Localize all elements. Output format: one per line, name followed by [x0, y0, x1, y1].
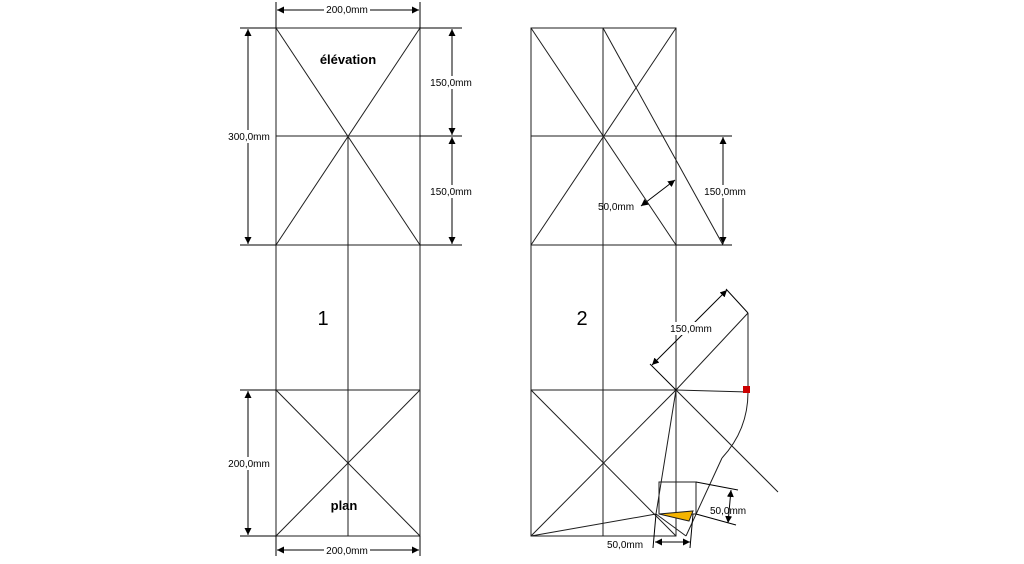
- figure-2-number: 2: [576, 308, 587, 330]
- dim-bottom-width-label: 200,0mm: [326, 546, 368, 557]
- dim-fig2-small-h-label: 50,0mm: [710, 506, 746, 517]
- dim-total-height-label: 300,0mm: [228, 132, 270, 143]
- dim-top-width: 200,0mm: [275, 2, 421, 28]
- dim-total-height: 300,0mm: [226, 27, 276, 246]
- dim-fig2-small-w-label: 50,0mm: [607, 540, 643, 551]
- figure-1-plan-diagonals: [275, 389, 421, 537]
- dim-lower-half: 150,0mm: [420, 137, 474, 246]
- dim-fig2-small-h: 50,0mm: [695, 481, 746, 526]
- label-plan: plan: [331, 498, 358, 513]
- figure-1-number: 1: [317, 308, 328, 330]
- highlight-triangle: [658, 510, 694, 522]
- dim-upper-half-label: 150,0mm: [430, 78, 472, 89]
- dim-bottom-width: 200,0mm: [275, 536, 421, 557]
- dim-fig2-diag: 150,0mm: [649, 288, 749, 391]
- dim-fig2-diag-label: 150,0mm: [670, 324, 712, 335]
- figure-1: 200,0mm 200,0mm 300,0mm 150,0mm: [226, 2, 474, 557]
- dim-fig2-height-label: 150,0mm: [704, 187, 746, 198]
- figure-1-elevation-diagonals: [275, 27, 421, 246]
- dim-fig2-offset-label: 50,0mm: [598, 202, 634, 213]
- dim-lower-half-label: 150,0mm: [430, 187, 472, 198]
- figure-2-outline: [530, 27, 677, 537]
- dim-fig2-small-w: 50,0mm: [602, 513, 694, 551]
- dim-fig2-offset: 50,0mm: [598, 179, 676, 213]
- figure-2-elevation-diagonals: [530, 27, 724, 246]
- figure-1-outline: [275, 27, 421, 537]
- dim-top-width-label: 200,0mm: [326, 5, 368, 16]
- figure-2: 150,0mm 50,0mm 150,0mm 50,0mm 50,0mm 2: [530, 27, 779, 551]
- dim-plan-height-label: 200,0mm: [228, 459, 270, 470]
- dim-fig2-height: 150,0mm: [676, 135, 748, 246]
- figure-2-plan-diagonals: [530, 389, 677, 537]
- right-angle-marker: [743, 386, 750, 393]
- figure-2-construction: [530, 312, 779, 537]
- dim-upper-half: 150,0mm: [420, 27, 474, 137]
- dim-plan-height: 200,0mm: [226, 389, 276, 537]
- label-elevation: élévation: [320, 52, 376, 67]
